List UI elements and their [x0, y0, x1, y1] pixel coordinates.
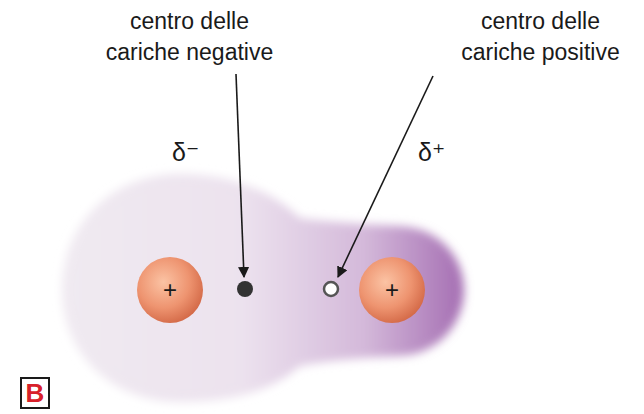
- callout-label: centro delle cariche positive: [448, 6, 633, 68]
- partial-charge-label: δ⁻: [172, 136, 199, 170]
- nucleus: +: [136, 256, 204, 324]
- nucleus: +: [358, 256, 426, 324]
- panel-letter-box: B: [20, 377, 50, 409]
- leader-line: [338, 76, 433, 277]
- charge-sign: +: [385, 278, 399, 302]
- electron-cloud: [62, 174, 464, 402]
- leader-line: [236, 74, 244, 277]
- partial-charge-label: δ⁺: [418, 136, 445, 170]
- positive-center-dot: [324, 282, 338, 296]
- panel-letter: B: [26, 380, 45, 406]
- nucleus-circle: [359, 257, 425, 323]
- nucleus-circle: [137, 257, 203, 323]
- charge-sign: +: [163, 278, 177, 302]
- callout-label: centro delle cariche negative: [97, 6, 282, 68]
- negative-center-dot: [237, 281, 253, 297]
